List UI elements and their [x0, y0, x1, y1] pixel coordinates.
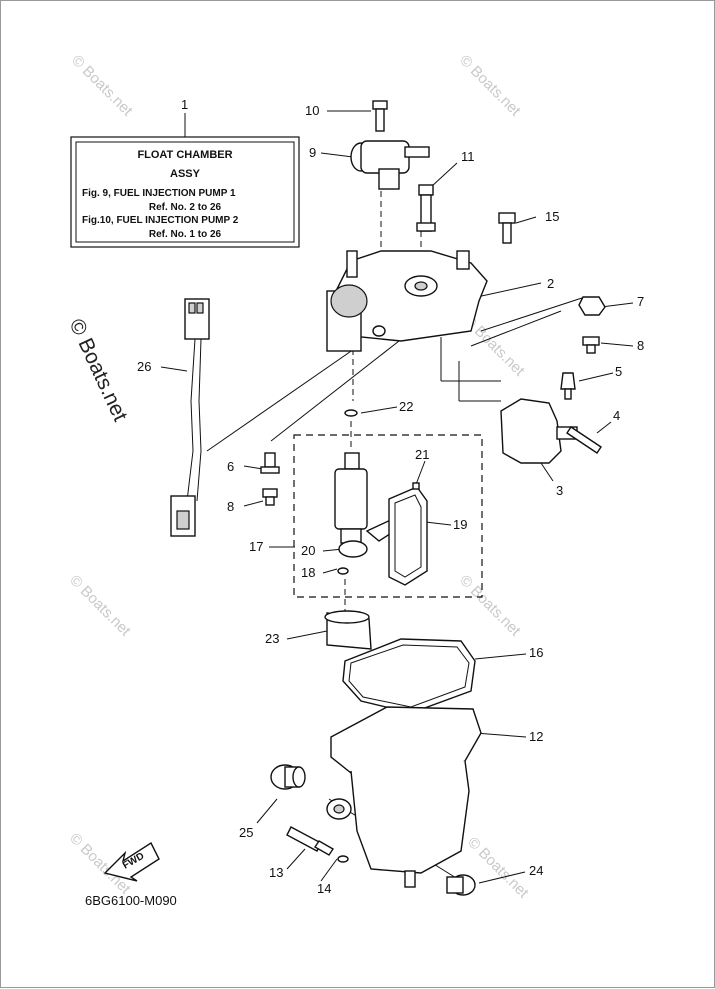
drain-plug-25: [270, 764, 306, 790]
harness-26: [170, 298, 210, 537]
screw-8: [582, 336, 600, 354]
box-fig10: Fig.10, FUEL INJECTION PUMP 2: [82, 215, 239, 226]
float-3: [500, 398, 578, 464]
box-fig9: Fig. 9, FUEL INJECTION PUMP 1: [82, 188, 236, 199]
fuel-pump: [334, 452, 409, 575]
bolt-10: [372, 100, 388, 132]
pump-assembly-box: [293, 434, 483, 598]
callout-8-left: 8: [227, 499, 234, 514]
callout-6: 6: [227, 459, 234, 474]
callout-5: 5: [615, 364, 622, 379]
pin-4: [566, 426, 602, 454]
float-chamber-label-box: FLOAT CHAMBER ASSY Fig. 9, FUEL INJECTIO…: [70, 113, 300, 248]
oring-14: [337, 855, 349, 863]
callout-15: 15: [545, 209, 559, 224]
oring-22: [344, 409, 358, 417]
fitting-11: [416, 184, 436, 232]
filter-19: [388, 486, 428, 586]
callout-4: 4: [613, 408, 620, 423]
gasket-16-inner: [348, 644, 470, 708]
callout-numbers: 1 2 3 4 5 6 7 8 8 9 10 11 12 13 14 15 16…: [137, 97, 644, 896]
fwd-arrow: FWD: [103, 841, 160, 882]
callout-3: 3: [556, 483, 563, 498]
callout-10: 10: [305, 103, 319, 118]
callout-16: 16: [529, 645, 543, 660]
holder-23: [324, 610, 372, 650]
screw-8-left: [262, 488, 278, 506]
clip-21: [412, 482, 420, 490]
callout-11: 11: [461, 149, 475, 164]
callout-19: 19: [453, 517, 467, 532]
pressure-regulator-9: [350, 140, 430, 190]
box-title: FLOAT CHAMBER: [137, 149, 232, 161]
callout-20: 20: [301, 543, 315, 558]
callout-8-right: 8: [637, 338, 644, 353]
callout-23: 23: [265, 631, 279, 646]
callout-14: 14: [317, 881, 331, 896]
callout-13: 13: [269, 865, 283, 880]
callout-9: 9: [309, 145, 316, 160]
callout-22: 22: [399, 399, 413, 414]
float-chamber-12: [326, 706, 482, 888]
drawing-code: 6BG6100-M090: [85, 893, 177, 908]
callout-24: 24: [529, 863, 543, 878]
housing-2: [326, 250, 488, 352]
watermark: © Boats.net: [456, 572, 524, 640]
callout-12: 12: [529, 729, 543, 744]
callout-17: 17: [249, 539, 263, 554]
gasket-16: [342, 638, 476, 714]
watermark: © Boats.net: [68, 52, 136, 120]
callout-21: 21: [415, 447, 429, 462]
box-ref2: Ref. No. 1 to 26: [149, 229, 222, 240]
callout-25: 25: [239, 825, 253, 840]
callout-7: 7: [637, 294, 644, 309]
callout-26: 26: [137, 359, 151, 374]
callout-1: 1: [181, 97, 188, 112]
callout-2: 2: [547, 276, 554, 291]
clip-7: [578, 296, 606, 316]
screw-6: [260, 452, 280, 474]
box-subtitle: ASSY: [170, 168, 201, 180]
needle-5: [560, 372, 576, 400]
boats-net-watermark: © Boats.net: [64, 315, 131, 425]
watermark: © Boats.net: [456, 52, 524, 120]
bolt-24: [446, 874, 476, 896]
callout-18: 18: [301, 565, 315, 580]
watermark: © Boats.net: [66, 572, 134, 640]
screw-15: [498, 212, 516, 244]
box-ref1: Ref. No. 2 to 26: [149, 202, 222, 213]
screw-13: [286, 826, 334, 856]
watermark: © Boats.net: [464, 834, 532, 902]
leader-lines: [160, 110, 634, 884]
